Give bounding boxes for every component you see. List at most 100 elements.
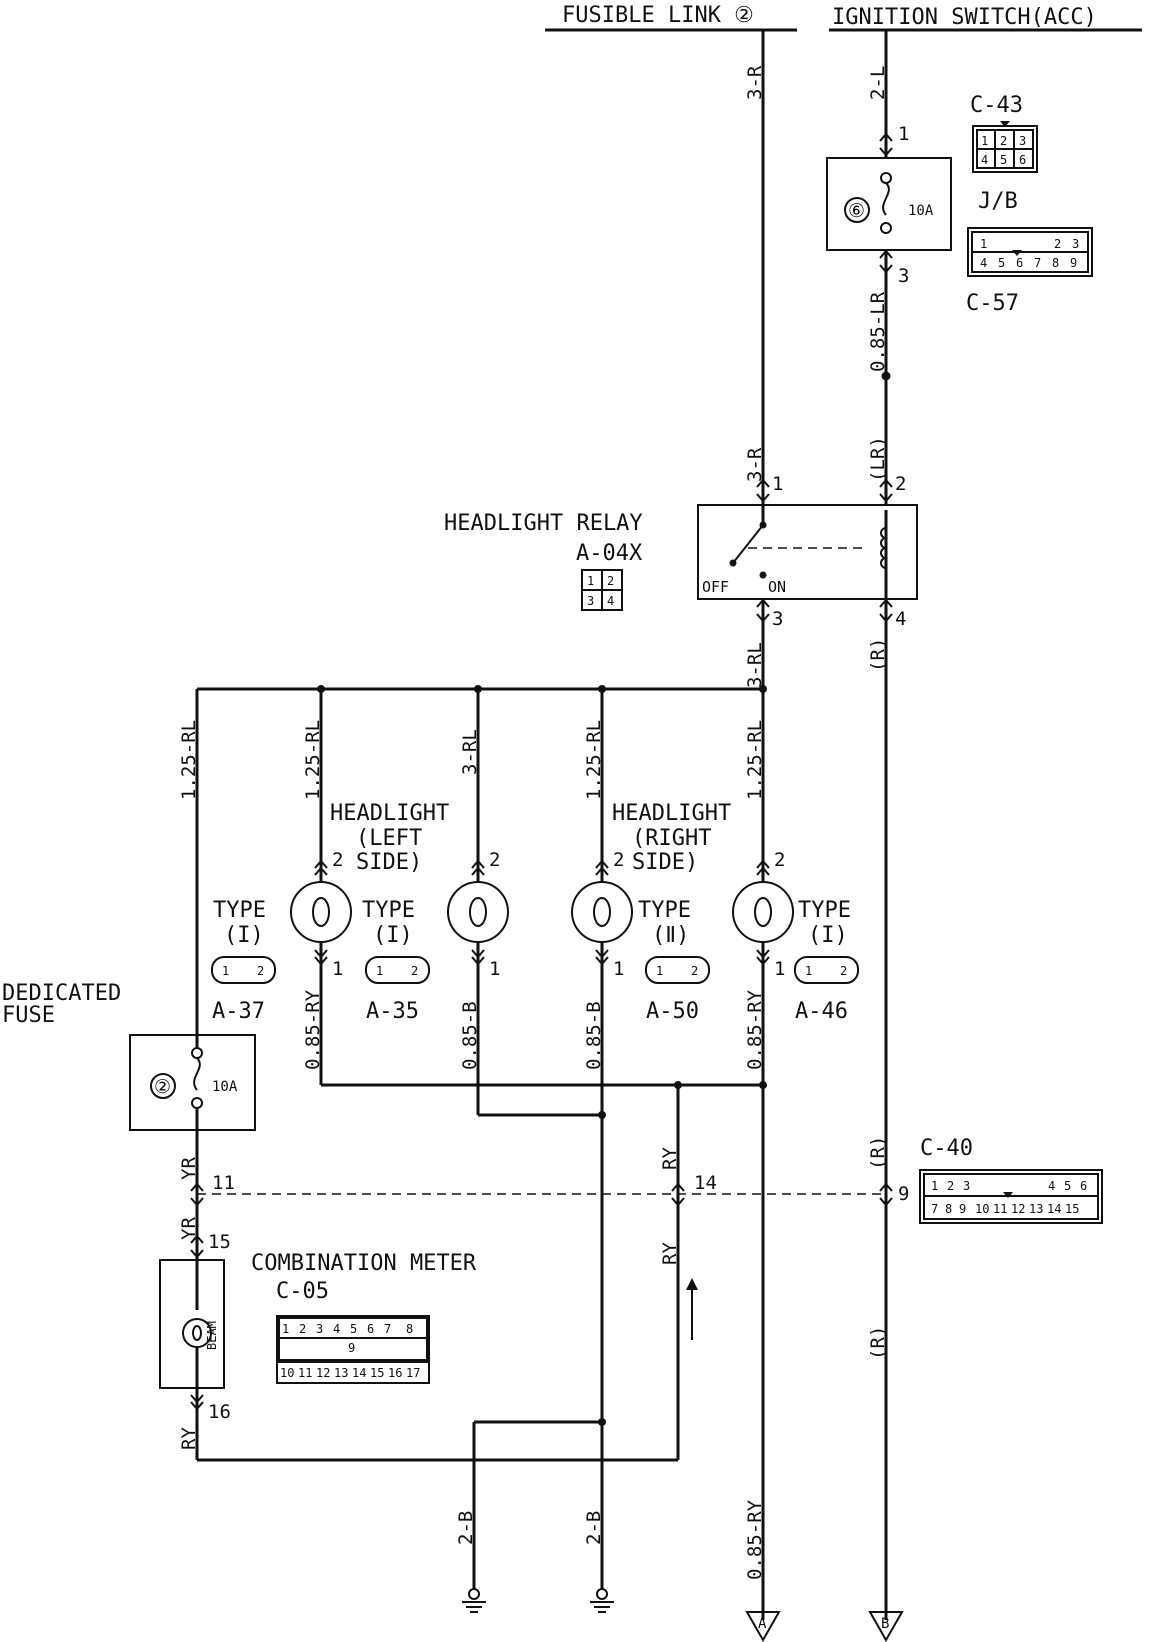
wire-label: 2-L	[867, 66, 889, 100]
output-arrow-icon	[745, 1611, 781, 1642]
pin-label: 11	[212, 1172, 235, 1194]
output-label-b: B	[881, 1616, 889, 1632]
wire-label: 3-R	[744, 65, 766, 100]
relay-off-label: OFF	[702, 578, 729, 596]
svg-text:3: 3	[316, 1322, 323, 1336]
svg-text:1: 1	[981, 134, 988, 148]
type-label: TYPE	[362, 898, 415, 923]
splice-point	[598, 1111, 606, 1119]
headlight-left-title: (LEFT	[356, 826, 422, 851]
pin-label: 1	[332, 958, 343, 980]
two-pin-connector-icon: 1 2	[645, 956, 710, 984]
svg-text:1: 1	[805, 964, 812, 978]
headlight-left-title: HEADLIGHT	[330, 801, 449, 826]
svg-text:8: 8	[1052, 256, 1059, 270]
type-number: (I)	[373, 923, 413, 948]
splice-point	[598, 1418, 606, 1426]
relay-title: HEADLIGHT RELAY	[444, 511, 643, 536]
svg-text:13: 13	[1029, 1202, 1043, 1216]
fuse-number-circle	[844, 197, 870, 223]
relay-contact	[729, 559, 737, 567]
pin-label: 1	[898, 123, 909, 145]
two-pin-connector-icon: 1 2	[211, 956, 276, 984]
svg-text:7: 7	[1034, 256, 1041, 270]
pin-label: 2	[489, 849, 500, 871]
svg-text:7: 7	[384, 1322, 391, 1336]
svg-text:12: 12	[316, 1366, 330, 1380]
svg-text:1: 1	[980, 237, 987, 251]
fuse-number-circle	[150, 1073, 176, 1099]
wire-label: 1.25-RL	[302, 720, 324, 800]
connector-code: A-46	[795, 999, 848, 1024]
wire-label: 3-RL	[459, 729, 481, 775]
pin-label: 14	[694, 1172, 717, 1194]
svg-text:3: 3	[1072, 237, 1079, 251]
svg-text:10: 10	[280, 1366, 294, 1380]
beam-filament	[192, 1325, 202, 1341]
connector-c40-icon: 1 2 3 4 5 6 7 8 9 10 11 12 13 14 15	[919, 1169, 1103, 1224]
pin-label: 1	[613, 958, 624, 980]
splice-point	[881, 371, 891, 381]
jb-fuse-number: ⑥	[848, 200, 865, 222]
headlight-right-title: SIDE)	[632, 850, 698, 875]
connector-c40-label: C-40	[920, 1136, 973, 1161]
splice-point	[759, 685, 767, 693]
wire-label: RY	[659, 1147, 681, 1170]
connector-code: A-37	[212, 999, 265, 1024]
svg-text:4: 4	[333, 1322, 340, 1336]
relay-box	[697, 504, 918, 600]
svg-text:12: 12	[1011, 1202, 1025, 1216]
svg-text:1: 1	[931, 1179, 938, 1193]
pin-label: 2	[613, 849, 624, 871]
pin-label: 1	[774, 958, 785, 980]
wire-label: 0.85-B	[583, 1001, 605, 1070]
wire-label: 0.85-RY	[744, 989, 766, 1070]
type-label: TYPE	[798, 898, 851, 923]
pin-label: 2	[895, 473, 906, 495]
svg-text:2: 2	[1000, 134, 1007, 148]
type-label: TYPE	[213, 898, 266, 923]
type-number: (Ⅱ)	[652, 923, 689, 948]
two-pin-connector-icon: 1 2	[365, 956, 430, 984]
headlight-right-title: (RIGHT	[632, 826, 711, 851]
svg-text:1: 1	[376, 964, 383, 978]
relay-connector-icon: 1 2 3 4	[581, 569, 623, 611]
connector-code: A-50	[646, 999, 699, 1024]
svg-text:15: 15	[1065, 1202, 1079, 1216]
relay-contact	[759, 571, 767, 579]
svg-text:5: 5	[350, 1322, 357, 1336]
pin-label: 9	[898, 1183, 909, 1205]
svg-text:15: 15	[370, 1366, 384, 1380]
svg-text:1: 1	[587, 574, 594, 588]
wire-label: 2-B	[583, 1511, 605, 1545]
svg-text:4: 4	[1048, 1179, 1055, 1193]
meter-code: C-05	[276, 1279, 329, 1304]
two-pin-connector-icon: 1 2	[794, 956, 859, 984]
svg-text:11: 11	[993, 1202, 1007, 1216]
svg-text:9: 9	[959, 1202, 966, 1216]
wire-label: (R)	[867, 1136, 889, 1170]
svg-text:6: 6	[1016, 256, 1023, 270]
wire-label: 0.85-B	[459, 1001, 481, 1070]
relay-on-label: ON	[768, 578, 786, 596]
wire-label: 3-RL	[744, 642, 766, 688]
meter-title: COMBINATION METER	[251, 1251, 477, 1276]
svg-text:2: 2	[299, 1322, 306, 1336]
svg-text:4: 4	[980, 256, 987, 270]
headlight-bulb-icon	[447, 881, 509, 943]
svg-text:16: 16	[388, 1366, 402, 1380]
connector-c43-icon: 1 2 3 4 5 6	[972, 121, 1038, 173]
wire-label: RY	[178, 1427, 200, 1450]
output-label-a: A	[758, 1616, 767, 1632]
svg-text:14: 14	[1047, 1202, 1061, 1216]
wire-label: 0.85-RY	[302, 989, 324, 1070]
type-number: (I)	[808, 923, 848, 948]
headlight-bulb-icon	[571, 881, 633, 943]
beam-label: BEAM	[205, 1321, 219, 1350]
svg-text:6: 6	[1019, 153, 1026, 167]
dedicated-fuse-label: DEDICATED	[2, 981, 121, 1006]
headlight-right-title: HEADLIGHT	[612, 801, 731, 826]
svg-text:8: 8	[945, 1202, 952, 1216]
relay-code: A-04X	[576, 541, 643, 566]
svg-text:9: 9	[1070, 256, 1077, 270]
